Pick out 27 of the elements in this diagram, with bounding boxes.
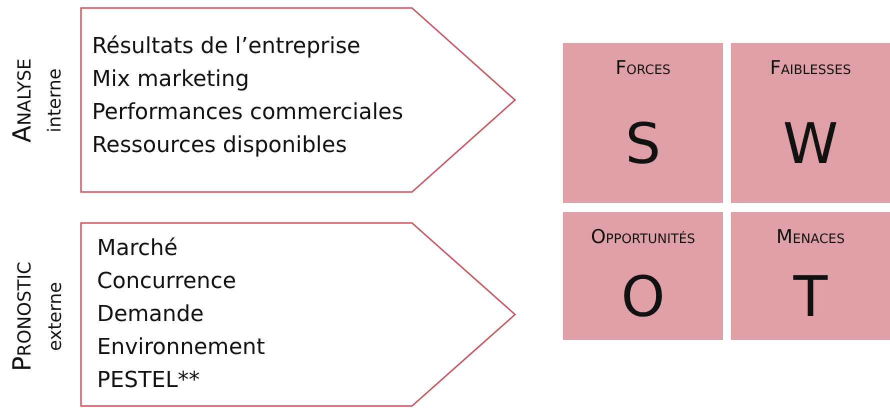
section-label: Pronostic	[7, 261, 36, 371]
list-item-text: Marché	[97, 235, 178, 263]
quadrant-title: Menaces	[776, 226, 845, 248]
quadrant-title: Opportunités	[590, 226, 696, 248]
section-sublabel: externe	[44, 281, 66, 351]
list-item-text: Résultats de l’entreprise	[92, 33, 360, 61]
quadrant-title: Forces	[615, 57, 671, 79]
pentagon-arrow	[80, 7, 516, 193]
list-item-text: Environnement	[97, 334, 265, 362]
section-label: Analyse	[8, 58, 37, 142]
quadrant-title: Faiblesses	[770, 57, 851, 79]
list-item-text: Performances commerciales	[92, 99, 404, 127]
quadrant-letter: S	[625, 115, 661, 175]
quadrant-letter: W	[782, 115, 838, 175]
list-item-text: Ressources disponibles	[92, 132, 347, 160]
quadrant-letter: T	[793, 268, 828, 328]
swot-square	[563, 212, 723, 340]
swot-square	[731, 43, 890, 203]
quadrant-letter: O	[620, 268, 666, 328]
list-item-text: PESTEL**	[97, 367, 200, 395]
pentagon-arrow	[80, 222, 516, 407]
list-item-text: Concurrence	[97, 268, 236, 296]
list-item-text: Demande	[97, 301, 204, 329]
swot-square	[731, 212, 890, 340]
list-item-text: Mix marketing	[92, 66, 250, 94]
swot-square	[563, 43, 723, 203]
section-sublabel: interne	[44, 68, 66, 132]
